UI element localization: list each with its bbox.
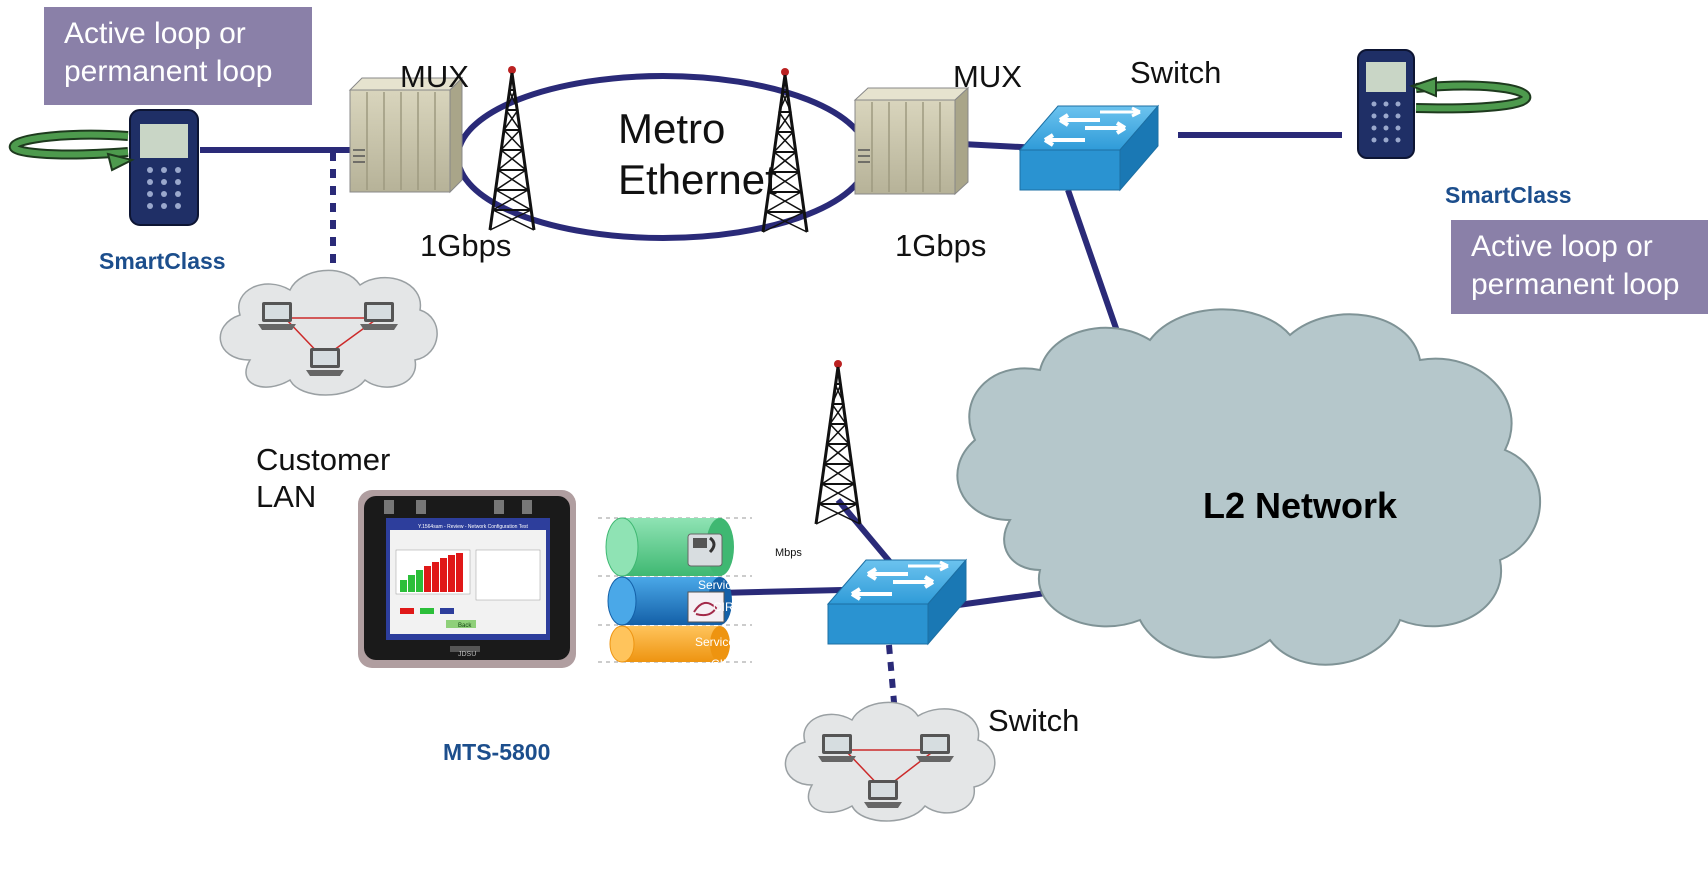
- customer-lan-line1: Customer: [256, 442, 391, 477]
- customer-lan-label: Customer LAN: [256, 441, 390, 515]
- note-left: Active loop or permanent loop: [44, 7, 312, 105]
- note-right: Active loop or permanent loop: [1451, 220, 1708, 314]
- metro-ethernet-label: Metro Ethernet: [618, 103, 777, 205]
- tester-screen-title: Y.1564sam - Review - Network Configurati…: [418, 524, 528, 530]
- link-tower-switch: [835, 498, 893, 564]
- service-2-cir: CIR: [711, 657, 732, 671]
- service-2-name: Service 2: [695, 635, 746, 649]
- link-switch-cloud: [1065, 189, 1121, 335]
- loop-arrow-right-icon: [1409, 76, 1532, 114]
- phone-icon: [687, 533, 723, 567]
- tester-back-label: Back: [458, 623, 472, 629]
- smartclass-left-label: SmartClass: [99, 248, 226, 274]
- service-1-name: Service 1: [698, 578, 749, 592]
- speed-left-label: 1Gbps: [420, 228, 512, 263]
- smartclass-right-label: SmartClass: [1445, 182, 1572, 208]
- service-3-cir: CIR: [716, 698, 737, 712]
- metro-line1: Metro: [618, 105, 726, 152]
- switch-bottom-label: Switch: [988, 703, 1080, 738]
- smartclass-left-device: [129, 109, 199, 226]
- video-icon: [687, 591, 725, 623]
- mts-5800-device: [358, 490, 576, 668]
- tower-icon: [814, 358, 862, 526]
- service-1-cir: CIR: [713, 600, 734, 614]
- switch-top-icon: [1018, 104, 1160, 192]
- l2-network-label: L2 Network: [1203, 485, 1398, 526]
- metro-line2: Ethernet: [618, 156, 777, 204]
- l2-network-cloud: [956, 308, 1541, 666]
- mux-right-icon: [853, 86, 970, 196]
- loop-arrow-left-icon: [8, 129, 135, 172]
- note-right-line2: permanent loop: [1471, 268, 1680, 302]
- service-3-name: Service 3: [699, 683, 750, 697]
- mbps-label: Mbps: [775, 547, 802, 559]
- tester-brand: JDSU: [458, 651, 476, 658]
- mux-left-label: MUX: [400, 59, 469, 94]
- bottom-lan-cloud: [784, 701, 996, 822]
- switch-bottom-icon: [826, 558, 968, 646]
- link-tester-switch: [717, 587, 843, 596]
- customer-lan-cloud: [219, 269, 438, 396]
- smartclass-right-device: [1357, 49, 1415, 159]
- switch-top-label: Switch: [1130, 55, 1222, 90]
- mux-left-icon: [348, 76, 464, 194]
- note-left-line2: permanent loop: [64, 55, 273, 89]
- mts-5800-label: MTS-5800: [443, 739, 551, 765]
- note-right-line1: Active loop or: [1471, 230, 1653, 263]
- mux-right-label: MUX: [953, 59, 1022, 94]
- link-lan2-dotted: [886, 644, 899, 726]
- customer-lan-line2: LAN: [256, 479, 317, 515]
- speed-right-label: 1Gbps: [895, 228, 987, 263]
- service-pipes: [598, 517, 752, 663]
- note-left-line1: Active loop or: [64, 17, 246, 50]
